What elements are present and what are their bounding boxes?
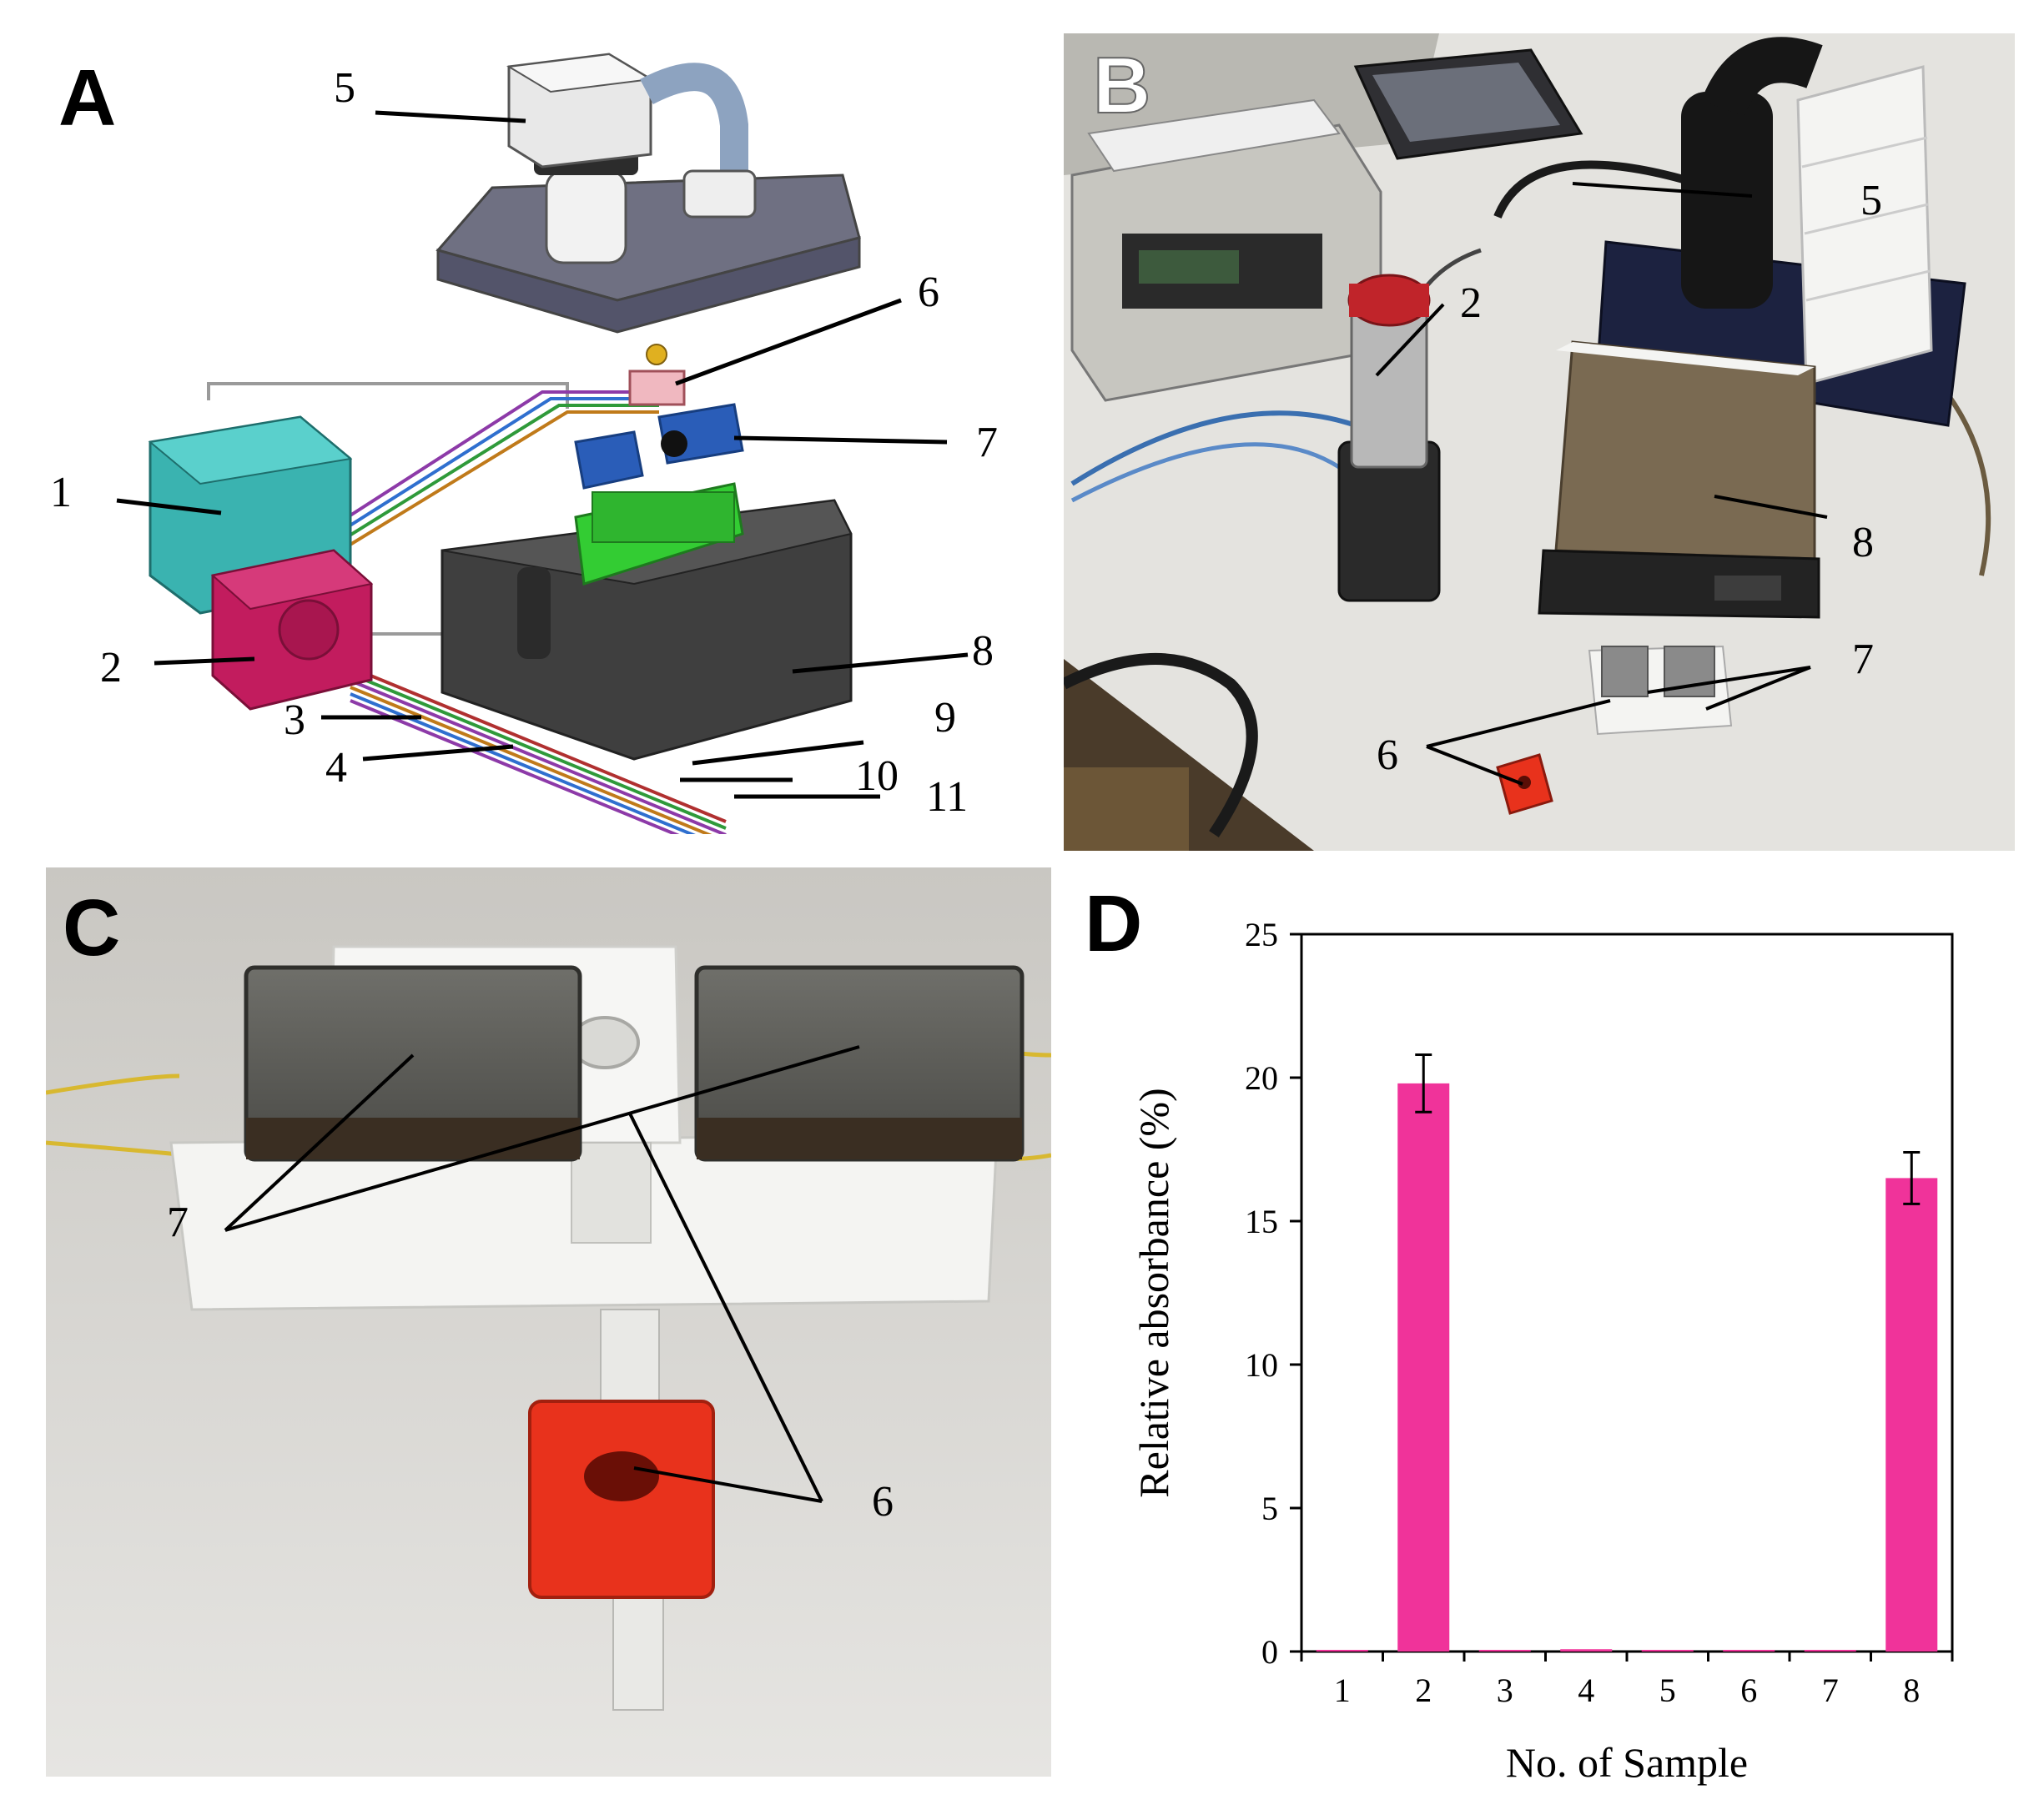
power-supply-top: [148, 415, 353, 485]
blue-magnet-left: [574, 430, 644, 490]
callout-a-4: 4: [325, 744, 347, 792]
callout-a-9: 9: [934, 694, 956, 742]
microscope-plate-edge: [436, 236, 861, 334]
callout-b-2: 2: [1460, 279, 1482, 327]
bar: [1316, 1650, 1368, 1652]
camera-cable-clamp: [682, 169, 757, 219]
callout-b-8: 8: [1852, 519, 1874, 566]
panel-b-photo: B 5 2 8 7 6: [1064, 33, 2015, 851]
bar: [1804, 1650, 1856, 1652]
sample-hole: [661, 430, 687, 457]
x-tick-label: 2: [1415, 1672, 1432, 1709]
callout-a-8: 8: [972, 627, 994, 675]
bar: [1885, 1178, 1938, 1652]
callout-b-5: 5: [1860, 177, 1882, 224]
bar: [1641, 1650, 1694, 1652]
sample-cuvette-holder: [628, 370, 686, 406]
generator-knob: [278, 599, 340, 661]
panel-a-drawing: [116, 53, 969, 834]
panel-a-leader-lines: [116, 110, 969, 799]
callout-a-7: 7: [976, 419, 998, 466]
panel-letter-c: C: [63, 883, 121, 973]
panel-letter-a: A: [58, 53, 117, 143]
x-tick-label: 8: [1903, 1672, 1920, 1709]
bar: [1397, 1083, 1450, 1652]
x-tick-label: 7: [1822, 1672, 1839, 1709]
y-tick-label: 25: [1245, 916, 1278, 953]
sample-cap: [646, 344, 667, 365]
panel-c-scene: [46, 867, 1051, 1777]
callout-a-5: 5: [334, 64, 355, 112]
callout-b-7: 7: [1852, 636, 1874, 683]
x-tick-label: 4: [1578, 1672, 1594, 1709]
y-tick-label: 0: [1261, 1633, 1278, 1671]
callout-c-6: 6: [872, 1478, 894, 1526]
y-tick-label: 5: [1261, 1490, 1278, 1527]
green-holder-front: [592, 491, 735, 543]
camera-cable: [640, 63, 748, 179]
callout-a-3: 3: [284, 696, 305, 744]
panel-letter-b: B: [1092, 41, 1151, 130]
callout-a-10: 10: [855, 752, 899, 800]
y-tick-label: 15: [1245, 1203, 1278, 1240]
bar: [1478, 1650, 1531, 1652]
bar: [1560, 1649, 1613, 1652]
y-axis-label: Relative absorbance (%): [1130, 1088, 1177, 1497]
callout-a-6: 6: [918, 269, 939, 316]
callout-a-1: 1: [50, 469, 72, 516]
bar: [1723, 1650, 1775, 1652]
panel-letter-d: D: [1085, 879, 1143, 968]
x-tick-label: 3: [1497, 1672, 1513, 1709]
callout-a-11: 11: [926, 773, 969, 821]
x-axis-label: No. of Sample: [1506, 1739, 1748, 1786]
y-tick-label: 20: [1245, 1059, 1278, 1097]
y-tick-label: 10: [1245, 1346, 1278, 1384]
panel-c-photo: C 7 6: [46, 867, 1051, 1777]
x-tick-label: 1: [1334, 1672, 1351, 1709]
panel-b-scene: [1064, 33, 2015, 851]
bar-chart: 0 5 10 15 20 25 1 2 3 4 5 6 7 8No. of Sample Relative …: [1130, 916, 1954, 1786]
x-tick-label: 5: [1659, 1672, 1676, 1709]
incubator-slot: [517, 567, 551, 659]
generator-top: [210, 549, 374, 611]
x-tick-label: 6: [1740, 1672, 1757, 1709]
callout-a-2: 2: [100, 644, 122, 691]
camera-lens: [545, 169, 627, 264]
callout-c-7: 7: [167, 1199, 189, 1246]
callout-b-6: 6: [1377, 732, 1398, 779]
